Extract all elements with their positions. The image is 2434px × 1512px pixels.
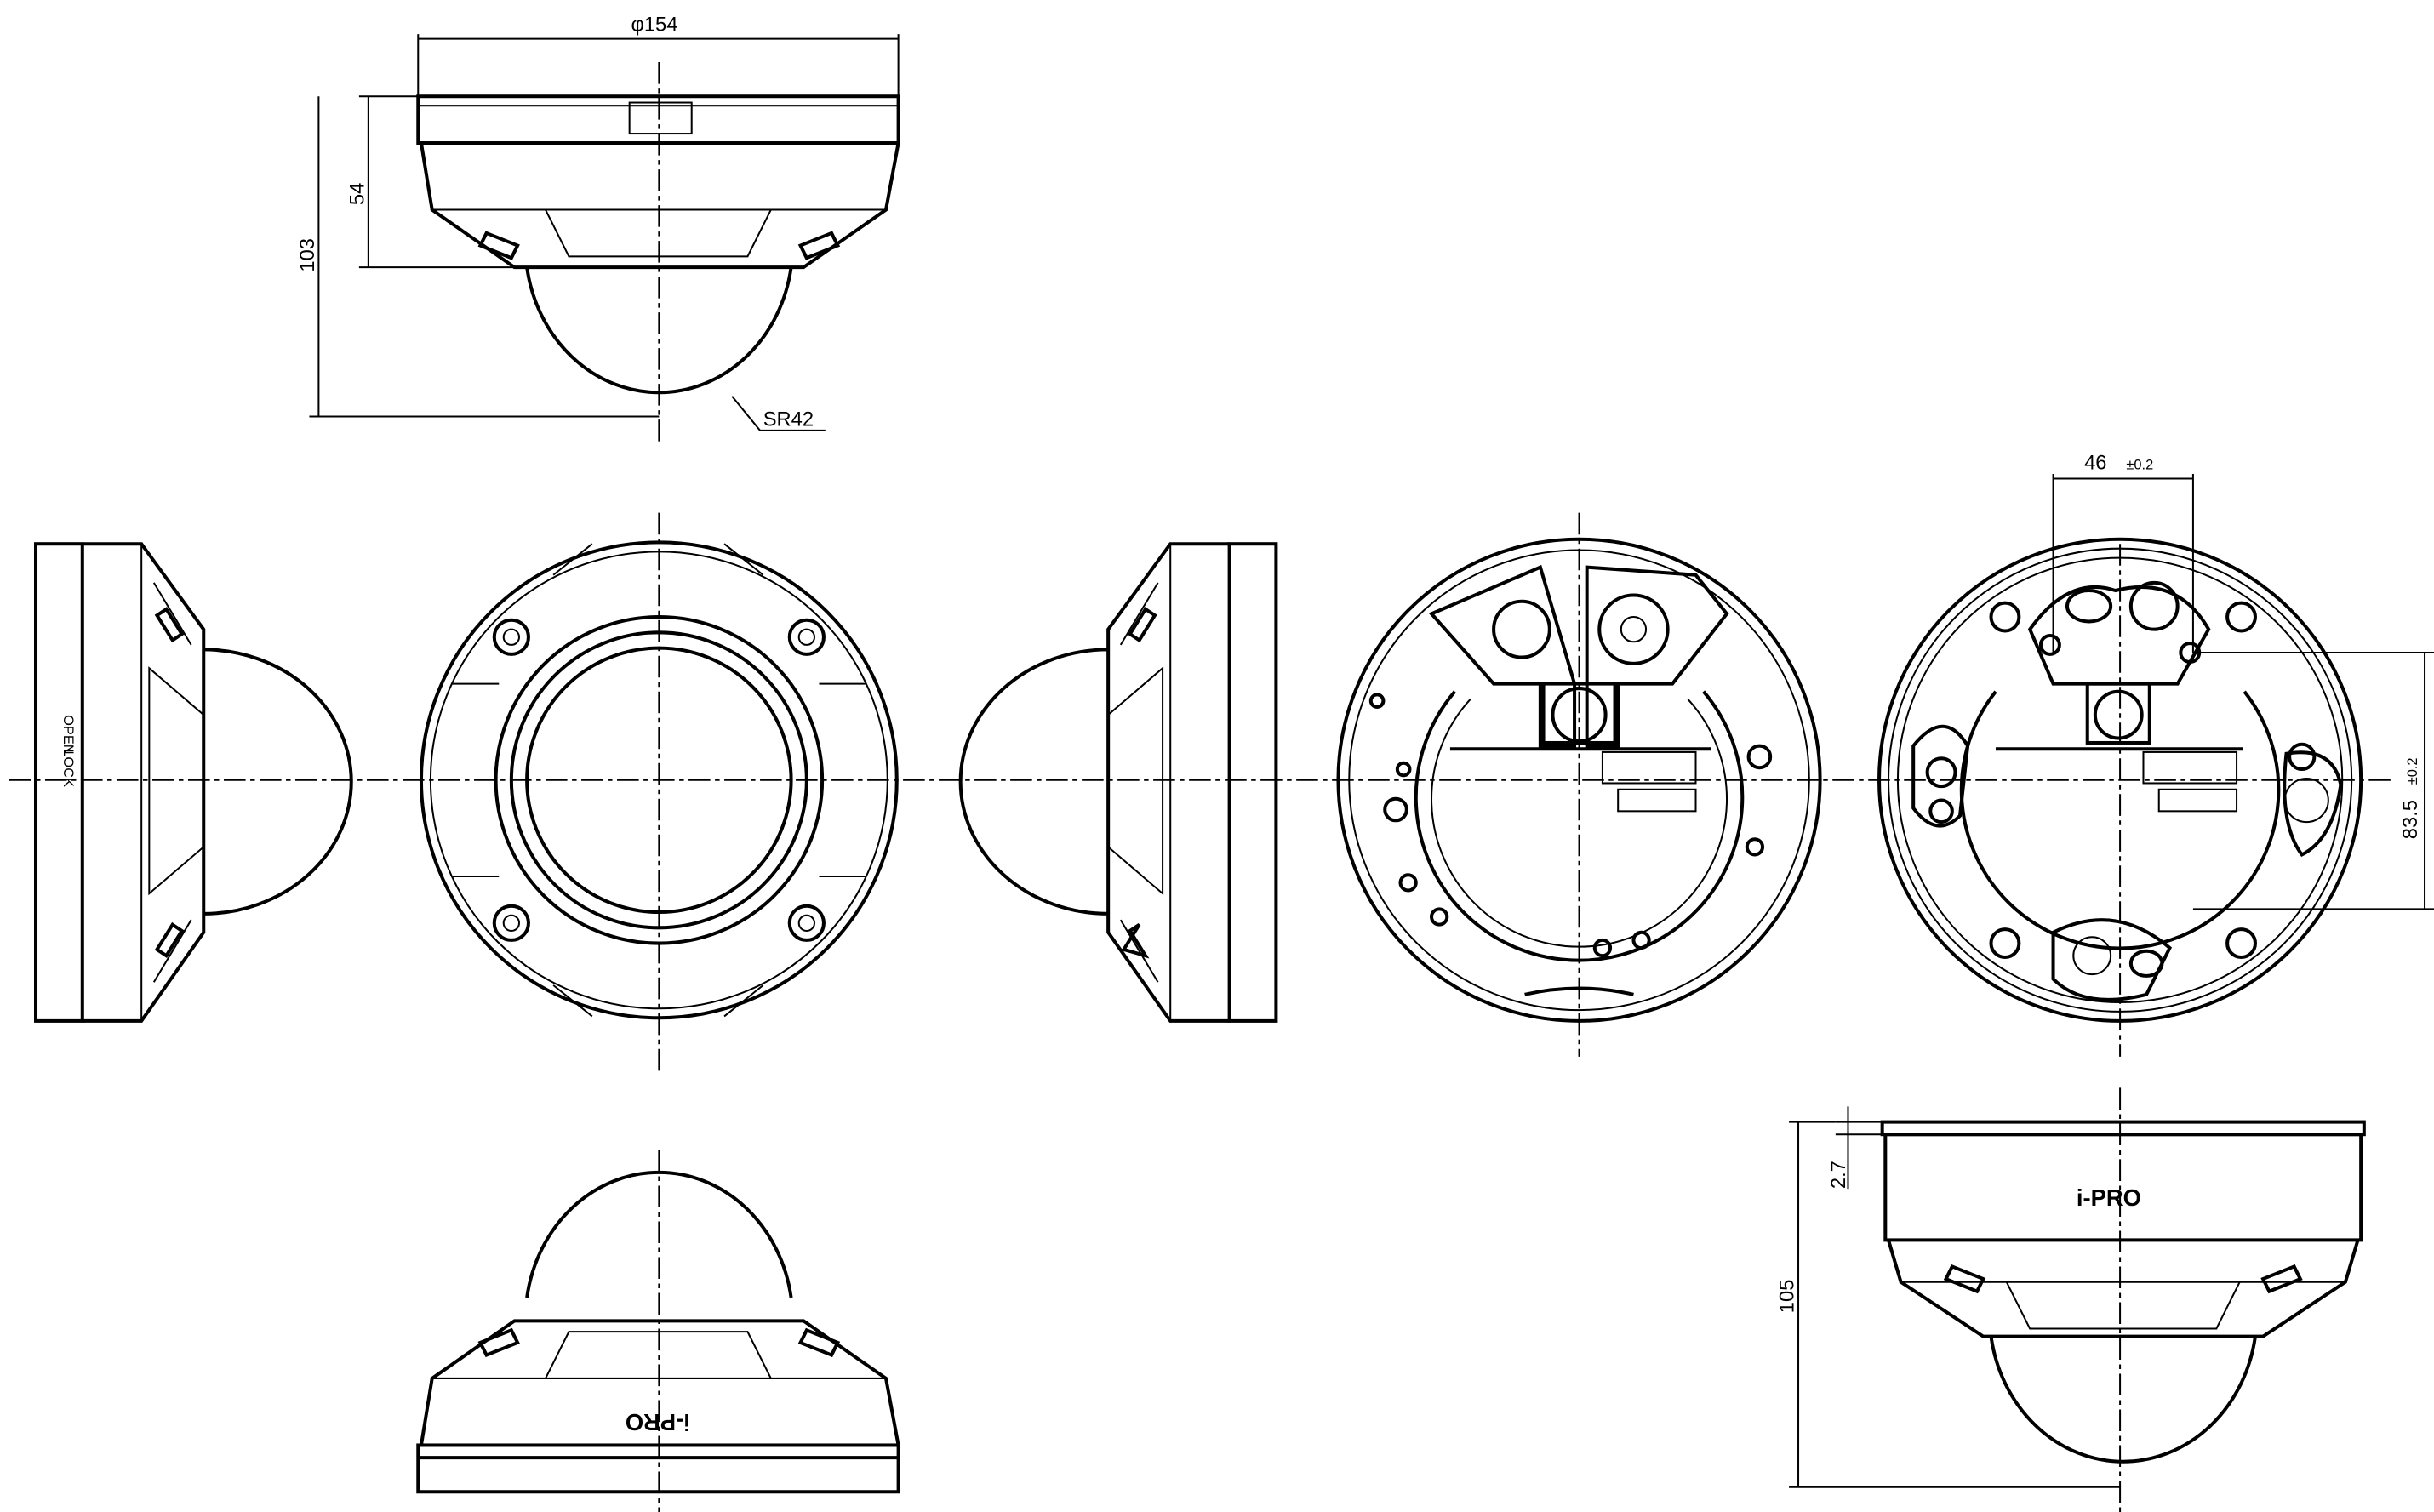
side-view-left: OPEN LOCK <box>33 542 353 1023</box>
dim-mount-pitch-h-tol: ±0.2 <box>2126 458 2153 473</box>
dim-mount-pitch-v: 83.5 <box>2400 800 2422 839</box>
label-open: OPEN <box>60 715 76 755</box>
label-lock: LOCK <box>60 749 76 787</box>
dim-plate-thickness: 2.7 <box>1828 1161 1850 1189</box>
side-view-right <box>958 542 1278 1023</box>
side-view-with-bracket: i-PRO 2.7 105 <box>1777 1087 2366 1512</box>
dim-diameter: φ154 <box>631 14 677 37</box>
brand-logo-inverted: i-PRO <box>626 1409 690 1435</box>
mount-bracket-view: 46 ±0.2 83.5 ±0.2 <box>1877 453 2434 1057</box>
front-view <box>419 512 899 1073</box>
dim-total-height: 103 <box>297 238 319 272</box>
dim-mount-pitch-v-tol: ±0.2 <box>2405 757 2420 785</box>
side-view-bottom: i-PRO <box>416 1150 900 1512</box>
brand-logo: i-PRO <box>2077 1184 2141 1211</box>
base-plate-view <box>1336 512 1822 1057</box>
dim-total-height-bracket: 105 <box>1777 1280 1799 1314</box>
dim-mount-pitch-h: 46 <box>2084 453 2106 475</box>
dim-housing-height: 54 <box>346 183 369 205</box>
dim-dome-radius: SR42 <box>763 408 814 431</box>
side-view-top: φ154 54 103 SR42 <box>297 14 900 443</box>
